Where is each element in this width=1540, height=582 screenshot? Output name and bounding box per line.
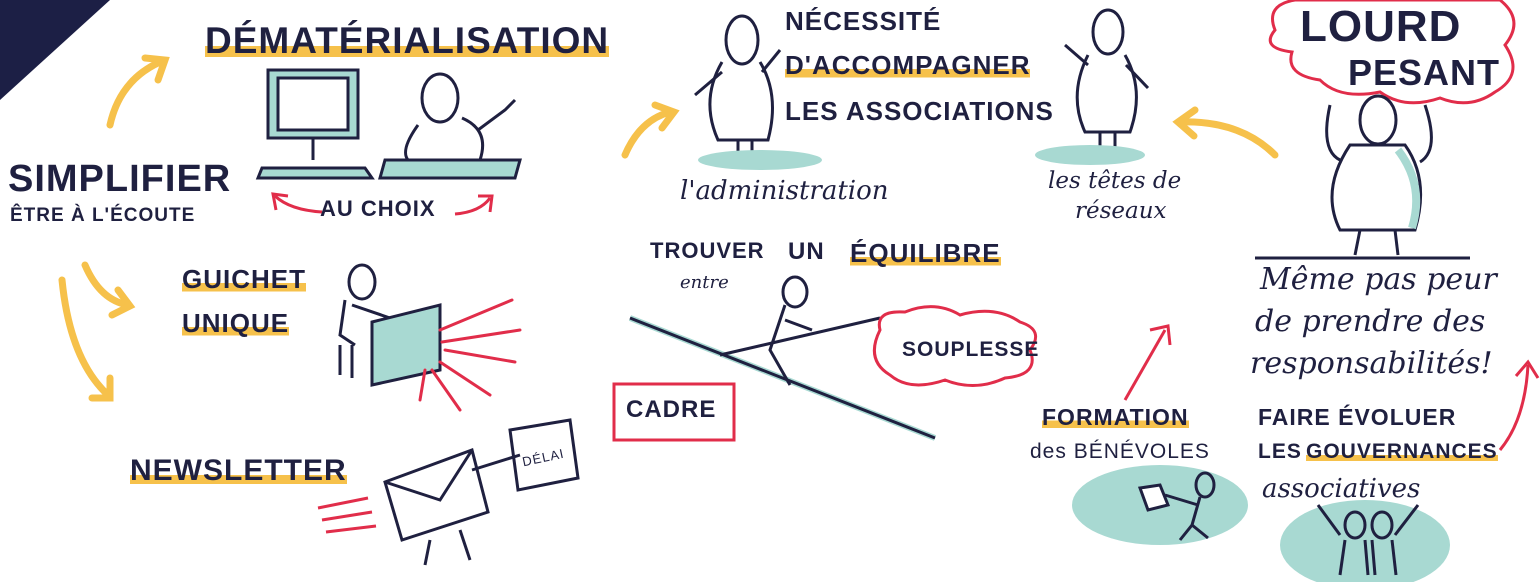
red-arrows-right xyxy=(1123,324,1540,451)
newsletter-label: NEWSLETTER xyxy=(130,454,347,488)
au-choix-arrows xyxy=(271,192,494,216)
running-person xyxy=(1137,471,1216,541)
corner-triangle xyxy=(0,0,110,100)
ecoute-label: ÊTRE À L'ÉCOUTE xyxy=(10,205,196,226)
equilibre-word-equilibre: ÉQUILIBRE xyxy=(850,238,1001,269)
entre-label: entre xyxy=(680,272,729,293)
necessite-line1: NÉCESSITÉ xyxy=(785,6,942,36)
meme-pas-peur-line2: de prendre des xyxy=(1255,304,1486,339)
person-reseaux xyxy=(1064,8,1150,160)
two-people-cheering xyxy=(1316,504,1420,576)
necessite-line2: D'ACCOMPAGNER xyxy=(785,50,1031,81)
ground-administration xyxy=(698,150,822,170)
formation-line2: des BÉNÉVOLES xyxy=(1030,440,1210,463)
faire-evoluer-gouvernances: GOUVERNANCES xyxy=(1306,440,1498,464)
person-administration xyxy=(694,14,782,165)
lourd-cloud xyxy=(1268,0,1516,105)
equilibre-word-un: UN xyxy=(788,238,825,265)
speed-lines xyxy=(317,496,377,534)
computer-drawing xyxy=(255,68,375,180)
meme-pas-peur-line3: responsabilités! xyxy=(1250,346,1493,381)
envelope-drawing xyxy=(383,418,580,566)
balance-drawing xyxy=(628,275,937,441)
guichet-label-line1: GUICHET xyxy=(182,264,306,295)
faire-evoluer-les: LES xyxy=(1258,440,1302,463)
yellow-arrows-left xyxy=(58,54,1279,402)
pesant-label: PESANT xyxy=(1348,52,1501,93)
cadre-label: CADRE xyxy=(626,396,717,423)
necessite-line3: LES ASSOCIATIONS xyxy=(785,96,1054,126)
person-at-desk-drawing xyxy=(378,72,522,180)
souplesse-cloud xyxy=(872,305,1038,387)
cadre-box xyxy=(612,382,736,442)
formation-line1: FORMATION xyxy=(1042,404,1189,431)
tetes-line1: les têtes de xyxy=(1048,168,1182,194)
faire-evoluer-line1: FAIRE ÉVOLUER xyxy=(1258,404,1457,430)
equilibre-word-trouver: TROUVER xyxy=(650,238,765,263)
tetes-line2: réseaux xyxy=(1075,198,1167,224)
administration-label: l'administration xyxy=(680,176,889,206)
guichet-red-arrows xyxy=(418,298,522,412)
faire-evoluer-line3: associatives xyxy=(1262,474,1421,504)
ground-reseaux xyxy=(1035,145,1145,165)
souplesse-label: SOUPLESSE xyxy=(902,338,1040,361)
dematerialisation-title: DÉMATÉRIALISATION xyxy=(205,20,610,62)
guichet-label-line2: UNIQUE xyxy=(182,308,290,339)
person-lourd xyxy=(1255,94,1470,260)
meme-pas-peur-line1: Même pas peur xyxy=(1260,262,1497,297)
guichet-drawing xyxy=(338,263,442,387)
lourd-label: LOURD xyxy=(1300,2,1462,51)
au-choix-label: AU CHOIX xyxy=(320,196,436,221)
simplifier-label: SIMPLIFIER xyxy=(8,158,232,200)
